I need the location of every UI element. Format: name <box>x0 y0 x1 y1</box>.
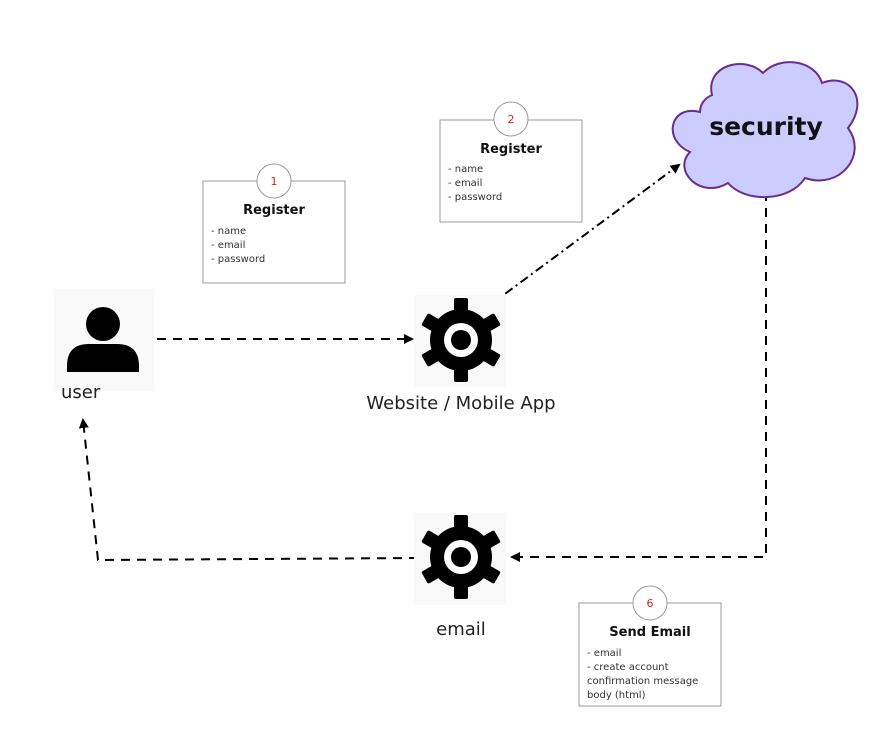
card-item: - password <box>448 192 502 203</box>
step-badge-number: 1 <box>271 175 278 188</box>
edge-email-to-user <box>78 418 419 562</box>
card-item: - name <box>448 164 483 175</box>
card-register-2: 2 Register - name - email - password <box>439 101 583 223</box>
card-send-email: 6 Send Email - email - create account co… <box>578 585 722 707</box>
user-label: user <box>61 382 101 403</box>
card-item: - email <box>211 240 245 251</box>
gear-icon <box>421 515 501 599</box>
step-badge-number: 6 <box>647 597 654 610</box>
card-item: - email <box>587 648 621 659</box>
node-app: Website / Mobile App <box>366 295 556 414</box>
node-email: email <box>414 513 506 640</box>
card-title: Send Email <box>609 625 690 640</box>
app-label: Website / Mobile App <box>366 393 555 414</box>
node-security: security <box>671 61 859 198</box>
person-icon <box>67 307 139 372</box>
cloud-shape <box>671 61 859 198</box>
connectors <box>78 163 767 562</box>
card-item: body (html) <box>587 690 646 701</box>
card-title: Register <box>243 203 305 218</box>
edge-app-to-security <box>489 163 681 306</box>
card-item: - email <box>448 178 482 189</box>
email-label: email <box>436 619 486 640</box>
card-item: - create account <box>587 662 669 673</box>
step-badge <box>256 163 292 199</box>
step-badge <box>493 101 529 137</box>
gear-icon <box>421 298 501 382</box>
card-item: - name <box>211 226 246 237</box>
card-register-1: 1 Register - name - email - password <box>202 163 346 284</box>
card-item: - password <box>211 254 265 265</box>
security-label: security <box>709 112 823 141</box>
card-title: Register <box>480 142 542 157</box>
step-badge <box>632 585 668 621</box>
step-badge-number: 2 <box>508 113 515 126</box>
card-item: confirmation message <box>587 676 698 687</box>
edge-security-to-email <box>510 192 767 562</box>
node-user: user <box>54 289 154 403</box>
